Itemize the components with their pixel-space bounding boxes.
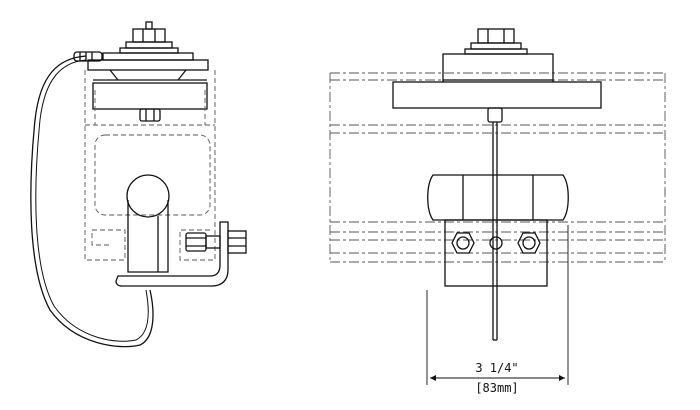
- dimension-metric: [83mm]: [475, 381, 518, 395]
- lower-plate-front: [444, 219, 548, 287]
- dimension-imperial: 3 1/4": [475, 361, 518, 375]
- clamp-plate-front: [392, 81, 602, 109]
- center-hole: [489, 236, 503, 250]
- side-view: [30, 21, 247, 348]
- hex-nut-left: [451, 232, 475, 254]
- top-bolt-side: [102, 21, 194, 61]
- ground-wire: [30, 55, 154, 348]
- post-side: [127, 200, 169, 273]
- hex-nut-right: [517, 232, 541, 254]
- side-bolt: [185, 230, 247, 254]
- top-bolt-front: [442, 28, 554, 81]
- front-view: [329, 28, 666, 385]
- l-bracket-side: [115, 221, 229, 287]
- cap-plate-side: [87, 59, 209, 71]
- ball-knob-side: [126, 174, 170, 218]
- middle-block-front: [427, 174, 569, 221]
- rail-profile-side: [84, 70, 216, 261]
- clamp-block-side: [92, 82, 208, 110]
